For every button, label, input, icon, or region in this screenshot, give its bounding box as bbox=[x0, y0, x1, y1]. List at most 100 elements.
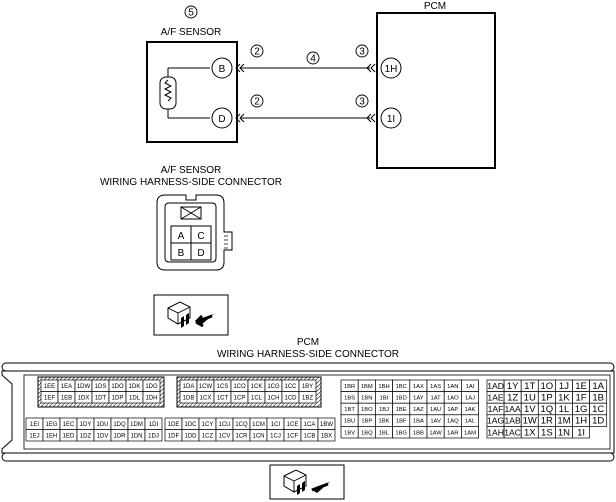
callout-3-bottom-circle bbox=[355, 94, 369, 108]
callout-3-bottom: 3 bbox=[359, 97, 365, 108]
callout-4-circle bbox=[306, 51, 320, 65]
callout-4: 4 bbox=[310, 54, 316, 65]
sensor-pin-d-circle bbox=[211, 107, 233, 129]
sensor-pin-b-circle bbox=[211, 57, 233, 79]
pcm-pin-label: 1BU bbox=[344, 419, 355, 425]
pcm-pin-cell bbox=[589, 414, 608, 427]
pcm-pin-label: 1BD bbox=[396, 395, 407, 401]
pcm-pin-label: 1EE bbox=[44, 384, 55, 390]
pcm-pin-label: 1BP bbox=[361, 419, 372, 425]
sensor-connector-latch-x bbox=[180, 206, 202, 220]
pcm-pin-label: 1CY bbox=[202, 422, 214, 428]
callout-2-bottom: 2 bbox=[254, 97, 260, 108]
sensor-connector: A/F SENSOR WIRING HARNESS-SIDE CONNECTOR… bbox=[100, 165, 282, 271]
sensor-title: A/F SENSOR bbox=[161, 27, 222, 38]
pcm-pin-label: 1BT bbox=[344, 407, 355, 413]
pcm-pin-label: 1AO bbox=[447, 395, 459, 401]
pcm-pin-label: 1W bbox=[523, 416, 537, 427]
pcm-pin-label: 1DK bbox=[129, 384, 141, 390]
pcm-pin-label: 1DW bbox=[77, 384, 91, 390]
pcm-pin-label: 1CF bbox=[287, 433, 299, 439]
pcm-pin-label: 1AP bbox=[447, 407, 458, 413]
pcm-pin-cell bbox=[572, 426, 590, 439]
pcm-pin-label: 1DA bbox=[183, 384, 195, 390]
pcm-pin-label: 1CP bbox=[234, 395, 246, 401]
pcm-pin-label: 1O bbox=[541, 381, 554, 392]
pcm-pin-label: 1BH bbox=[378, 384, 389, 390]
callout-2-top-circle bbox=[250, 44, 264, 58]
pcm-pin-label: 1ED bbox=[63, 433, 75, 439]
pcm-pin-label: 1DL bbox=[129, 395, 141, 401]
pcm-pin-label: 1EF bbox=[44, 395, 55, 401]
pcm-pin-cell bbox=[461, 426, 479, 439]
sensor-connector-inner bbox=[164, 202, 217, 263]
pcm-pin-label: 1EC bbox=[63, 422, 75, 428]
pcm-pin-label: 1AN bbox=[447, 384, 458, 390]
pcm-pin-label: 1AZ bbox=[413, 407, 424, 413]
sensor-cell-d: D bbox=[197, 248, 204, 259]
pcm-pin-label: 1BO bbox=[361, 407, 373, 413]
schematic: 5 A/F SENSOR PCM B D 1H 1I bbox=[146, 1, 496, 169]
pcm-pin-label: 1T bbox=[524, 381, 535, 392]
pcm-view-icon bbox=[269, 464, 345, 500]
pcm-pin-label: 1AE bbox=[487, 392, 504, 402]
pcm-pin-label: 1G bbox=[575, 404, 588, 415]
pcm-pin-label: 1U bbox=[524, 392, 536, 403]
pcm-pin-label: 1DB bbox=[183, 395, 195, 401]
pcm-pin-label: 1AD bbox=[487, 381, 504, 391]
pcm-pin-label: 1CU bbox=[218, 422, 230, 428]
pcm-pin-label: 1R bbox=[541, 416, 553, 427]
pcm-pin-label: 1DR bbox=[113, 433, 126, 439]
pcm-pin-label: 1M bbox=[557, 416, 570, 427]
pcm-box bbox=[376, 12, 496, 169]
sensor-pin-b: B bbox=[219, 64, 226, 75]
pcm-pin-label: 1F bbox=[576, 392, 587, 403]
pcm-pin-label: 1DS bbox=[95, 384, 107, 390]
pcm-rail-top bbox=[1, 362, 615, 372]
sensor-connector-title-1: A/F SENSOR bbox=[161, 165, 222, 176]
pcm-pin-label: 1DM bbox=[130, 422, 143, 428]
pcm-pin-label: 1BG bbox=[395, 430, 407, 436]
pcm-pin-label: 1CG bbox=[267, 384, 280, 390]
pcm-pin-label: 1CI bbox=[271, 422, 281, 428]
pcm-pin-label: 1BB bbox=[413, 430, 424, 436]
sensor-cell-b: B bbox=[178, 248, 185, 259]
callout-2-bottom-circle bbox=[250, 94, 264, 108]
pcm-pin-label: 1CJ bbox=[270, 433, 281, 439]
pcm-pin-label: 1BW bbox=[320, 422, 333, 428]
pcm-pin-label: 1EA bbox=[61, 384, 72, 390]
pcm-pin-label: 1K bbox=[558, 392, 570, 403]
pcm-pin-label: 1EH bbox=[46, 433, 58, 439]
pcm-pin-cell bbox=[317, 429, 336, 442]
pcm-connector-cavity bbox=[23, 374, 611, 450]
pcm-pin-label: 1DY bbox=[80, 422, 92, 428]
pcm-pin-label: 1DZ bbox=[80, 433, 92, 439]
pcm-pin-label: 1AC bbox=[504, 427, 521, 437]
pcm-pin-label: 1DD bbox=[184, 433, 197, 439]
pcm-pin-label: 1CO bbox=[233, 384, 246, 390]
pcm-pin-cell bbox=[142, 391, 161, 404]
pcm-pin-label: 1CB bbox=[304, 433, 316, 439]
pcm-pin-label: 1DC bbox=[184, 422, 197, 428]
pcm-pin-label: 1J bbox=[559, 381, 569, 392]
pcm-pin-label: 1CN bbox=[252, 433, 264, 439]
pcm-pin-label: 1AR bbox=[447, 430, 458, 436]
pcm-pin-label: 1AA bbox=[505, 404, 522, 414]
pcm-pin-label: 1BK bbox=[379, 419, 390, 425]
sensor-internal-element bbox=[159, 67, 210, 119]
pcm-pin-label: 1AG bbox=[487, 416, 505, 426]
pcm-pin-label: 1N bbox=[558, 427, 570, 438]
pcm-pin-label: 1CH bbox=[267, 395, 279, 401]
pcm-pin-1i-circle bbox=[380, 107, 402, 129]
pcm-pin-label: 1DQ bbox=[113, 422, 126, 428]
pcm-pin-label: 1AU bbox=[430, 407, 441, 413]
pcm-pin-label: 1DT bbox=[95, 395, 107, 401]
pcm-pin-label: 1DF bbox=[168, 433, 180, 439]
pcm-pin-cell bbox=[144, 429, 163, 442]
pcm-pin-label: 1AI bbox=[466, 384, 475, 390]
